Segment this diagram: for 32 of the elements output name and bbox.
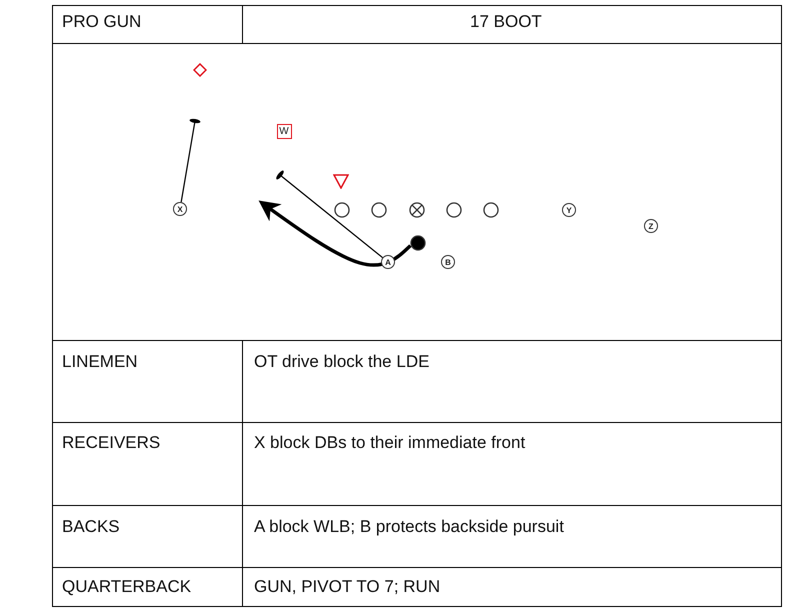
player-letter: B — [445, 258, 451, 266]
player-circle — [644, 219, 658, 233]
lineman-circle — [446, 202, 462, 218]
player-letter: W — [279, 126, 289, 136]
player-letter: Z — [648, 222, 654, 230]
lineman-circle — [371, 202, 387, 218]
row-label: RECEIVERS — [62, 433, 160, 453]
player-circle — [441, 255, 455, 269]
player-letter: X — [177, 204, 183, 214]
route-arrow — [258, 200, 412, 267]
player-circle — [173, 202, 187, 216]
header-text: PRO GUN — [62, 12, 142, 32]
lineman-circle — [334, 202, 350, 218]
player-letter: A — [385, 258, 391, 266]
quarterback-dot — [410, 235, 426, 251]
header-text: 17 BOOT — [470, 12, 542, 32]
player-circle — [562, 203, 576, 217]
defender-triangle — [333, 173, 349, 189]
assignment-text: GUN, PIVOT TO 7; RUN — [254, 577, 440, 597]
defender-diamond — [193, 63, 207, 77]
player-circle — [381, 255, 395, 269]
block-line — [180, 118, 200, 202]
row-label: QUARTERBACK — [62, 577, 192, 597]
center-circle — [409, 202, 425, 218]
assignment-text: A block WLB; B protects backside pursuit — [254, 517, 564, 537]
assignment-text: OT drive block the LDE — [254, 352, 430, 372]
player-letter: Y — [566, 206, 572, 214]
block-line — [276, 170, 383, 258]
assignment-text: X block DBs to their immediate front — [254, 433, 526, 453]
row-label: LINEMEN — [62, 352, 138, 372]
lineman-circle — [483, 202, 499, 218]
row-label: BACKS — [62, 517, 120, 537]
